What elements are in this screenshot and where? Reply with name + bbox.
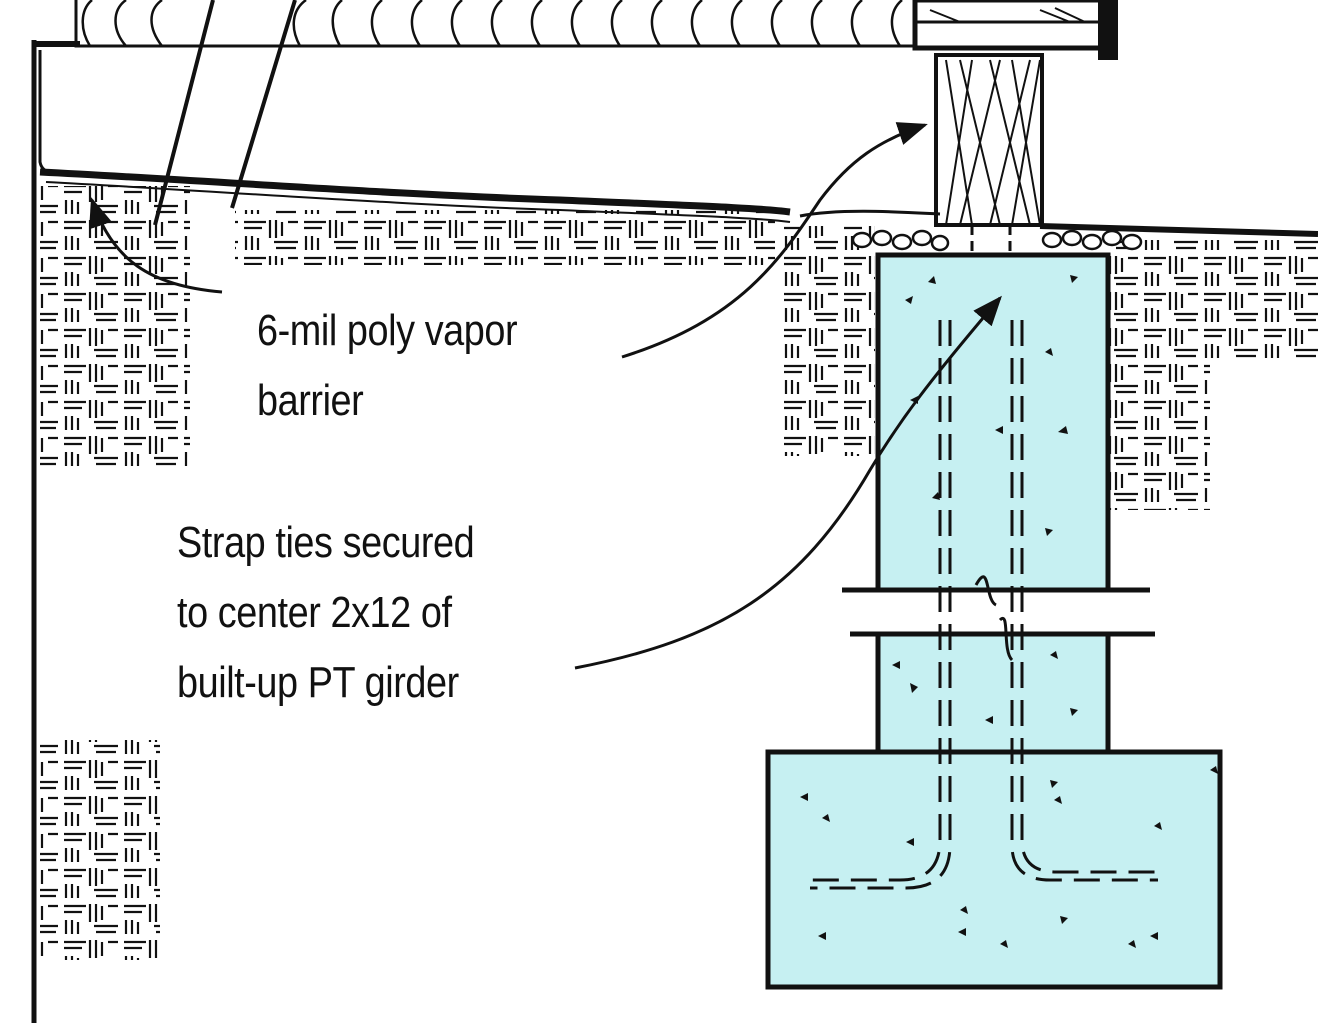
- aggregate-specks: [800, 275, 1218, 948]
- arrow-icon: [89, 122, 1002, 670]
- post-with-strap-ties: [934, 53, 1044, 260]
- vapor-barrier-label: 6-mil poly vapor barrier: [257, 296, 518, 436]
- concrete-footing: [765, 749, 1223, 990]
- vapor-barrier-label-line1: 6-mil poly vapor: [257, 306, 518, 355]
- strap-ties-label-line1: Strap ties secured: [177, 518, 475, 567]
- strap-ties-arrow: [574, 295, 1002, 670]
- concrete-pier: [842, 252, 1155, 757]
- rebar-icon: [810, 320, 1158, 890]
- vapor-barrier-arrow-right: [621, 122, 928, 359]
- vapor-barrier-arrow-left: [89, 197, 223, 294]
- strap-ties-label-line2: to center 2x12 of: [177, 588, 452, 637]
- strap-ties-label-line3: built-up PT girder: [177, 658, 459, 707]
- strap-ties-label: Strap ties secured to center 2x12 of bui…: [177, 508, 475, 718]
- soil-hatch: [40, 186, 1318, 960]
- vapor-barrier-label-line2: barrier: [257, 376, 364, 425]
- built-up-girder: [912, 0, 1118, 60]
- gravel-icon: [851, 229, 1143, 252]
